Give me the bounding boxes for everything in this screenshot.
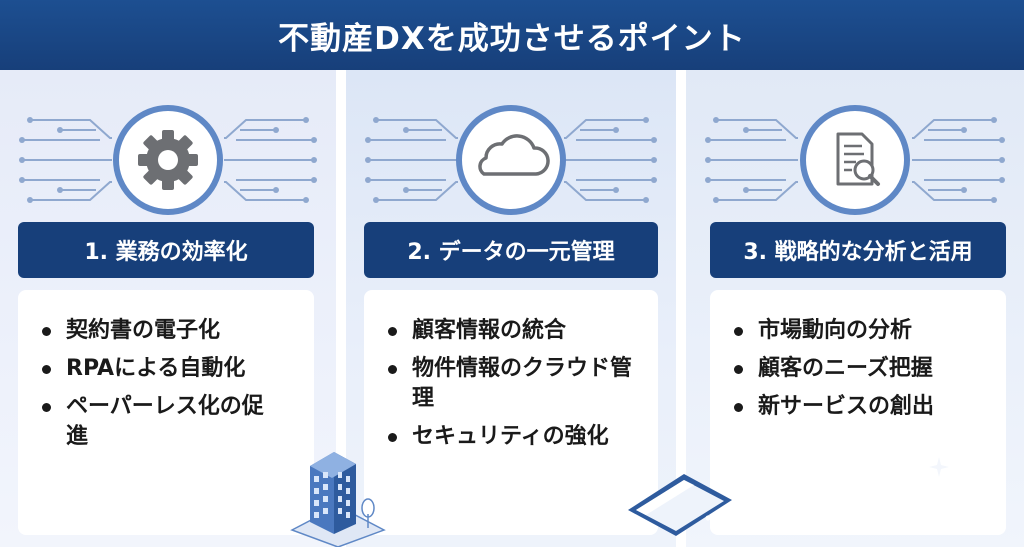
column-strategic-analysis: 3. 戦略的な分析と活用 市場動向の分析 顧客のニーズ把握 新サービスの創出 bbox=[686, 70, 1024, 547]
list-item: セキュリティの強化 bbox=[386, 422, 642, 452]
title-banner: 不動産DXを成功させるポイント bbox=[0, 0, 1024, 70]
list-item: 市場動向の分析 bbox=[732, 316, 990, 346]
circuit-decoration bbox=[19, 105, 317, 215]
list-item: 契約書の電子化 bbox=[40, 316, 298, 346]
heading-data-management: 2. データの一元管理 bbox=[364, 222, 658, 278]
cloud-icon bbox=[478, 134, 550, 176]
list-item: ペーパーレス化の促進 bbox=[40, 392, 270, 452]
column-data-management: 2. データの一元管理 顧客情報の統合 物件情報のクラウド管理 セキュリティの強… bbox=[346, 70, 676, 547]
document-search-icon bbox=[836, 132, 880, 186]
list-item: 物件情報のクラウド管理 bbox=[386, 354, 642, 414]
list-item: 新サービスの創出 bbox=[732, 392, 990, 422]
circuit-decoration bbox=[365, 105, 657, 215]
sparkle-icon bbox=[929, 457, 949, 477]
gear-icon bbox=[138, 130, 198, 190]
card-efficiency: 契約書の電子化 RPAによる自動化 ペーパーレス化の促進 bbox=[18, 290, 314, 535]
heading-strategic-analysis: 3. 戦略的な分析と活用 bbox=[710, 222, 1006, 278]
card-data-management: 顧客情報の統合 物件情報のクラウド管理 セキュリティの強化 bbox=[364, 290, 658, 535]
office-building-icon bbox=[290, 452, 386, 547]
circuit-decoration bbox=[705, 105, 1005, 215]
tablet-icon bbox=[628, 474, 732, 536]
heading-efficiency: 1. 業務の効率化 bbox=[18, 222, 314, 278]
card-strategic-analysis: 市場動向の分析 顧客のニーズ把握 新サービスの創出 bbox=[710, 290, 1006, 535]
sparkle-icon bbox=[966, 488, 1002, 524]
page-title: 不動産DXを成功させるポイント bbox=[278, 20, 746, 57]
list-item: 顧客情報の統合 bbox=[386, 316, 642, 346]
list-item: 顧客のニーズ把握 bbox=[732, 354, 990, 384]
column-efficiency: 1. 業務の効率化 契約書の電子化 RPAによる自動化 ペーパーレス化の促進 bbox=[0, 70, 336, 547]
list-item: RPAによる自動化 bbox=[40, 354, 298, 384]
